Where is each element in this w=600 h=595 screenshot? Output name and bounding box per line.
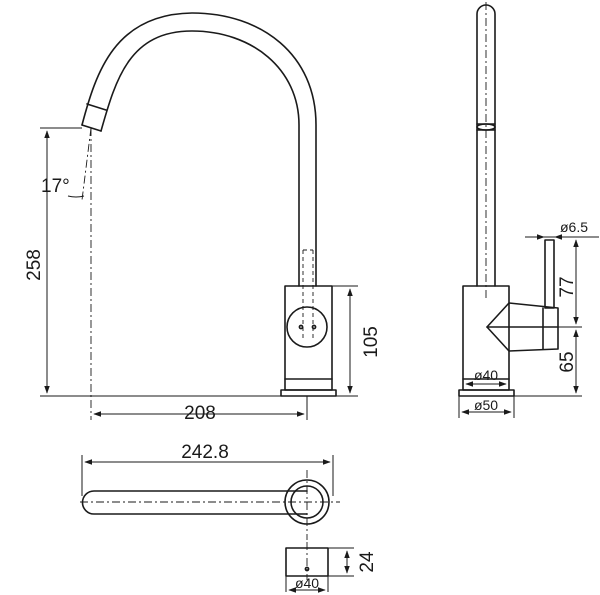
spout-nozzle-outlet [81,124,102,132]
plan-view: 24 ø40 242.8 [80,442,378,593]
plan-spout [81,490,308,515]
spout-nozzle-ring [86,103,107,111]
tap-base [280,389,337,397]
angle-arc [67,195,85,198]
spout-inner-line [100,30,300,287]
front-elevation-view: 258 17° 208 105 [24,12,382,424]
side-elevation-view: ø6.5 77 65 ø40 ø50 [458,2,599,418]
side-base [458,389,515,397]
dim-208-label: 208 [184,403,216,424]
dim-side-base-dia-label: ø50 [474,397,498,413]
dim-65-label: 65 [557,351,578,372]
angle-label: 17° [41,176,70,197]
dim-side-body-dia-label: ø40 [474,367,498,383]
tap-body [284,285,333,391]
side-handle-pin [544,239,555,309]
dim-105-label: 105 [361,326,382,358]
knob-dot-left [298,324,304,330]
dim-24-label: 24 [357,551,378,573]
dim-plan-base-dia-label: ø40 [295,575,319,591]
handle-knob [286,306,328,348]
side-handle-lever [486,302,559,352]
water-flow-centerline [81,127,92,201]
dim-242-label: 242.8 [181,442,229,463]
spout-outer-line [81,12,317,287]
dim-77-label: 77 [557,276,578,297]
plan-base-dot [304,566,310,572]
knob-dot-right [311,324,317,330]
dim-pin-label: ø6.5 [560,219,588,235]
dim-258-label: 258 [24,249,45,281]
